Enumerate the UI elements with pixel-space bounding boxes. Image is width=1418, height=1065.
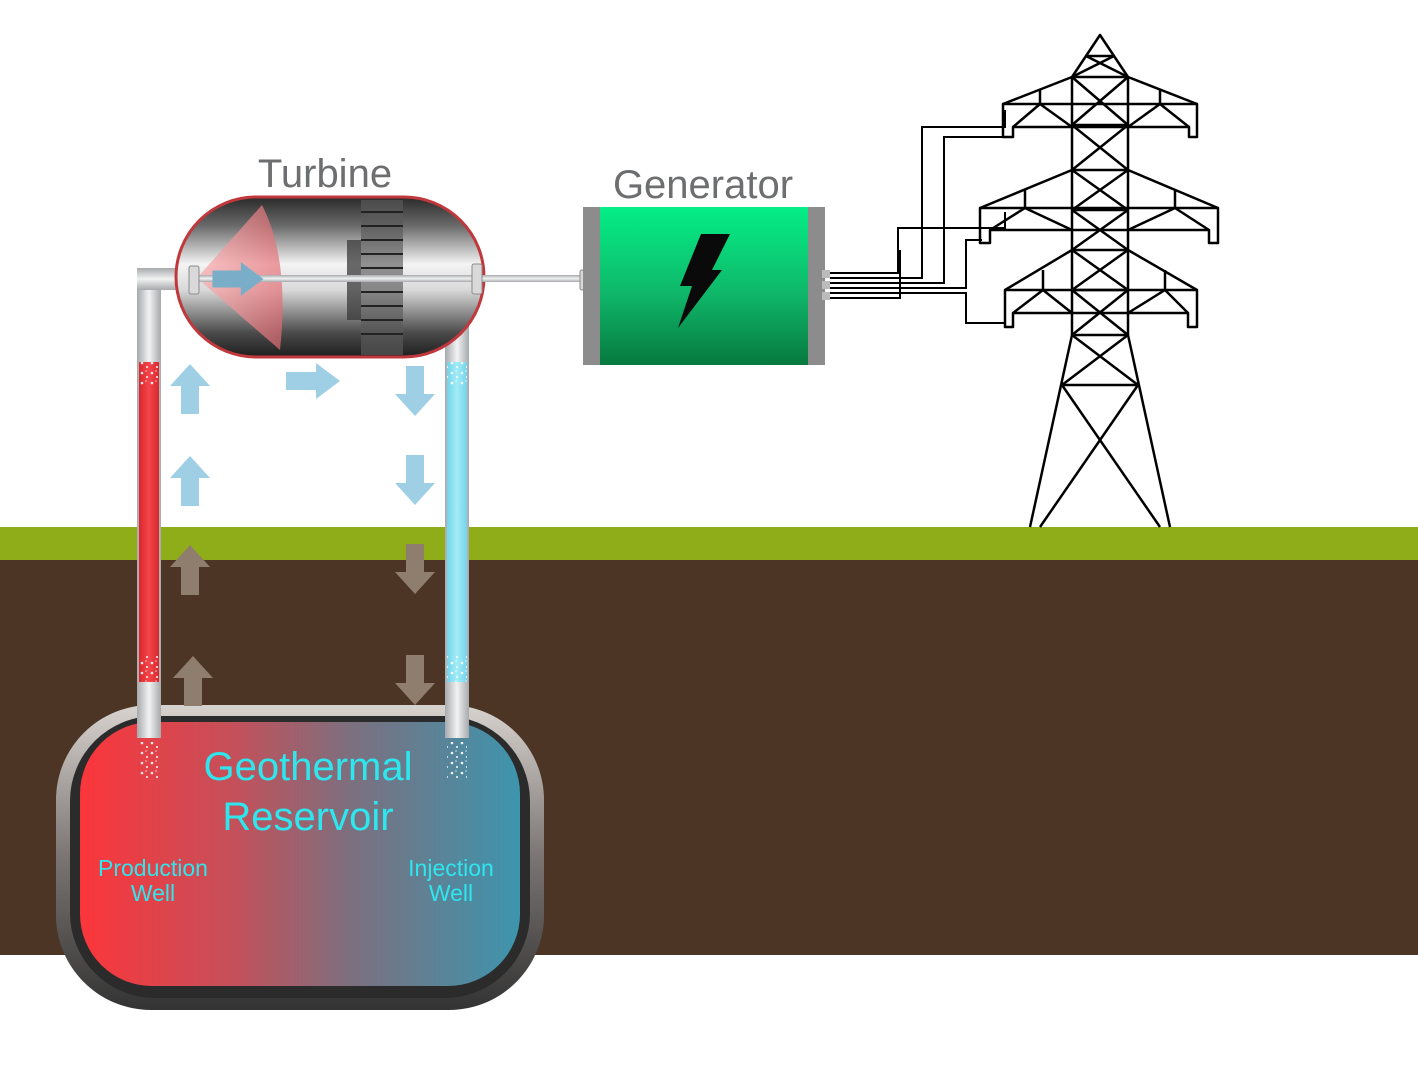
reservoir-label-line2: Reservoir xyxy=(222,795,393,839)
injection-well-pipe xyxy=(445,310,469,780)
geothermal-reservoir xyxy=(56,705,544,1010)
flow-down-arrow-1 xyxy=(395,366,435,416)
turbine xyxy=(174,195,590,359)
turbine-label: Turbine xyxy=(258,152,392,196)
flow-right-arrow xyxy=(286,363,340,399)
production-well-label-line1: Production xyxy=(98,855,208,881)
flow-up-arrow-2 xyxy=(170,456,210,506)
injection-well-label-line1: Injection xyxy=(408,855,494,881)
power-lines xyxy=(830,110,1013,324)
flow-up-arrow-1 xyxy=(170,364,210,414)
flow-down-arrow-2 xyxy=(395,455,435,505)
generator xyxy=(583,207,830,365)
transmission-tower-icon xyxy=(978,33,1220,528)
reservoir-label-line1: Geothermal xyxy=(204,745,413,789)
injection-well-label-line2: Well xyxy=(429,880,473,906)
generator-label: Generator xyxy=(613,163,793,207)
production-well-label-line2: Well xyxy=(131,880,175,906)
lightning-bolt-icon xyxy=(678,234,730,328)
grass-strip xyxy=(0,527,1418,560)
